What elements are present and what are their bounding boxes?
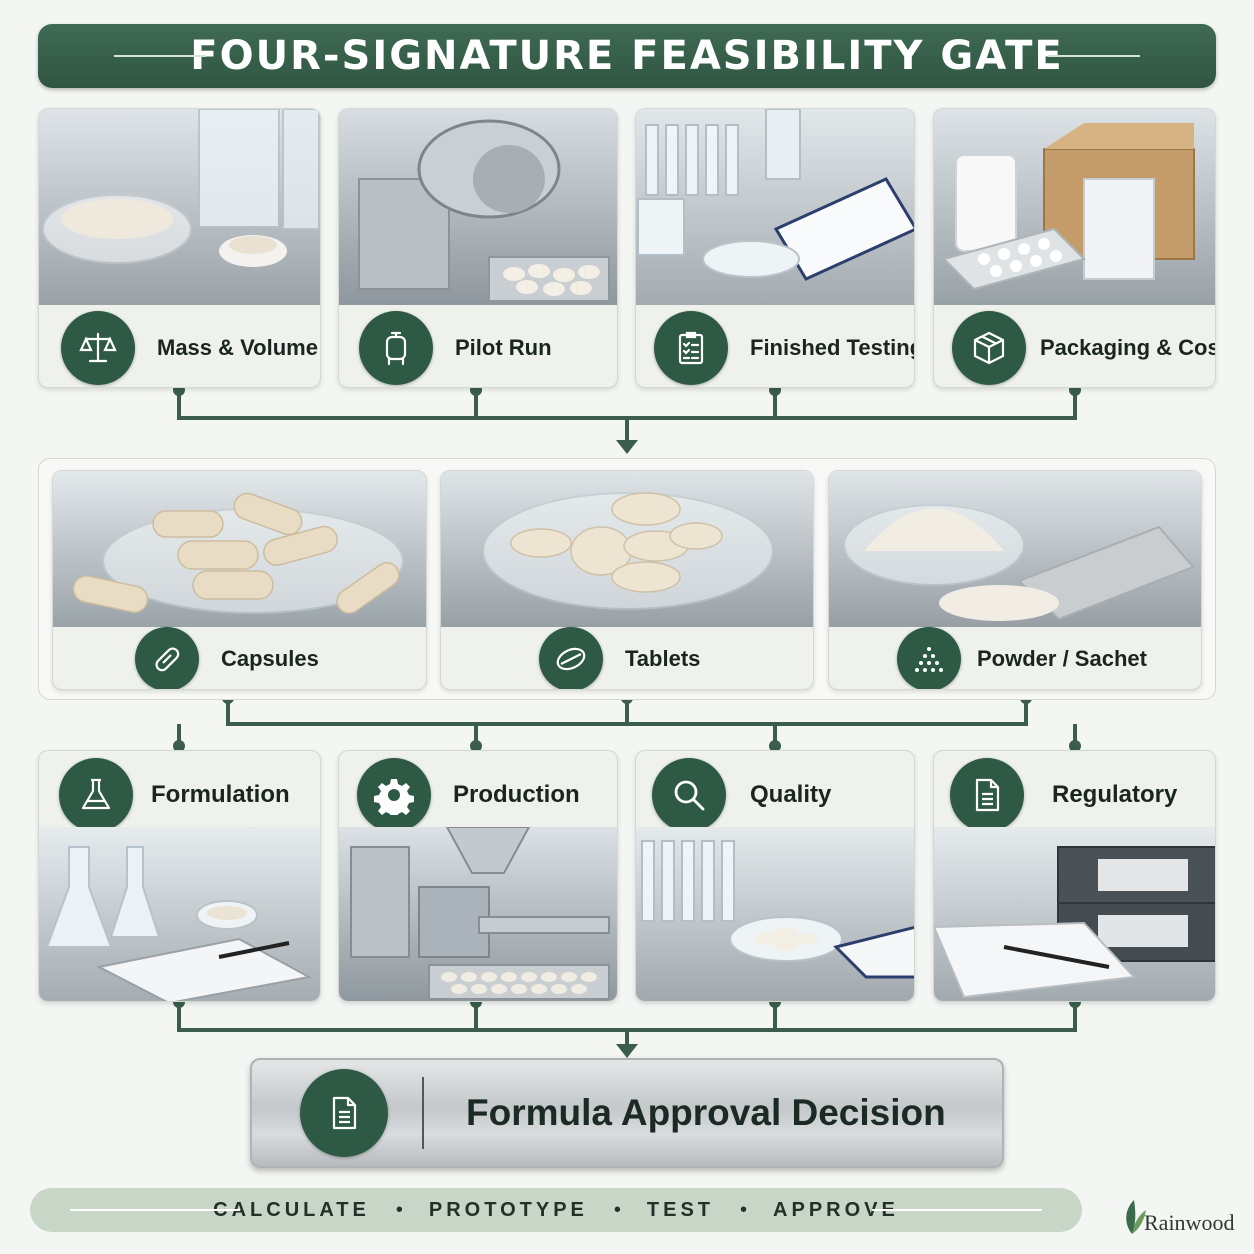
approval-label: Formula Approval Decision — [466, 1092, 946, 1133]
format-label: Powder / Sachet — [977, 646, 1147, 671]
format-card-tablets[interactable]: Tablets — [440, 470, 814, 690]
balance-scale-icon — [61, 311, 135, 385]
brand-name: Rainwood — [1144, 1210, 1235, 1235]
format-label-row: Tablets — [539, 627, 701, 689]
review-card-regulatory[interactable]: Regulatory — [933, 750, 1216, 1002]
powder-icon — [897, 627, 961, 689]
review-card-production[interactable]: Production — [338, 750, 618, 1002]
signature-label: Pilot Run — [455, 335, 552, 360]
signature-label-row: Pilot Run — [359, 311, 552, 385]
step-test: TEST — [646, 1198, 715, 1221]
review-label-row: Regulatory — [950, 757, 1177, 833]
format-label-row: Capsules — [135, 627, 319, 689]
title-rule-left — [114, 55, 206, 57]
magnifier-icon — [652, 758, 726, 832]
flask-icon — [59, 758, 133, 832]
signature-card-finished-testing[interactable]: Finished Testing — [635, 108, 915, 388]
title-banner: FOUR-SIGNATURE FEASIBILITY GATE — [38, 24, 1216, 88]
tablet-icon — [539, 627, 603, 689]
review-label: Quality — [750, 781, 832, 808]
signature-card-pilot-run[interactable]: Pilot Run — [338, 108, 618, 388]
signature-label-row: Finished Testing — [654, 311, 915, 385]
powder-sachet-photo — [829, 471, 1201, 627]
review-card-formulation[interactable]: Formulation — [38, 750, 321, 1002]
format-card-capsules[interactable]: Capsules — [52, 470, 427, 690]
step-approve: APPROVE — [773, 1198, 899, 1221]
signature-label: Mass & Volume — [157, 335, 318, 360]
document-icon — [300, 1069, 388, 1157]
mass-volume-photo — [39, 109, 320, 305]
step-separator: • — [740, 1198, 748, 1221]
formula-approval-decision[interactable]: Formula Approval Decision — [250, 1058, 1004, 1168]
review-label: Production — [453, 781, 580, 808]
production-photo — [339, 827, 617, 1001]
tablets-photo — [441, 471, 813, 627]
regulatory-photo — [934, 827, 1215, 1001]
formulation-photo — [39, 827, 320, 1001]
signature-card-mass-volume[interactable]: Mass & Volume — [38, 108, 321, 388]
signature-label-row: Packaging & Cost — [952, 311, 1216, 385]
package-box-icon — [952, 311, 1026, 385]
capsule-icon — [135, 627, 199, 689]
packaging-cost-photo — [934, 109, 1215, 305]
step-separator: • — [613, 1198, 621, 1221]
capsules-photo — [53, 471, 426, 627]
review-card-quality[interactable]: Quality — [635, 750, 915, 1002]
signature-label: Packaging & Cost — [1040, 335, 1216, 360]
document-icon — [950, 758, 1024, 832]
signature-label: Finished Testing — [750, 335, 915, 360]
format-label-row: Powder / Sachet — [897, 627, 1147, 689]
review-label-row: Quality — [652, 757, 831, 833]
process-steps-bar: CALCULATE • PROTOTYPE • TEST • APPROVE — [30, 1188, 1082, 1232]
finished-testing-photo — [636, 109, 914, 305]
checklist-icon — [654, 311, 728, 385]
approval-divider — [422, 1077, 424, 1149]
quality-photo — [636, 827, 914, 1001]
step-prototype: PROTOTYPE — [428, 1198, 588, 1221]
signature-label-row: Mass & Volume — [61, 311, 318, 385]
review-label-row: Formulation — [59, 757, 290, 833]
review-label: Regulatory — [1052, 781, 1178, 808]
format-label: Tablets — [625, 646, 701, 671]
signature-card-packaging-cost[interactable]: Packaging & Cost — [933, 108, 1216, 388]
leaf-icon — [1126, 1200, 1146, 1234]
format-label: Capsules — [221, 646, 319, 671]
brand-logo: Rainwood — [1118, 1186, 1243, 1236]
steps-rule-right — [872, 1209, 1042, 1211]
title-rule-right — [1048, 55, 1140, 57]
review-label: Formulation — [151, 781, 290, 808]
format-card-powder-sachet[interactable]: Powder / Sachet — [828, 470, 1202, 690]
steps-rule-left — [70, 1209, 240, 1211]
step-separator: • — [395, 1198, 403, 1221]
mixer-icon — [359, 311, 433, 385]
review-label-row: Production — [357, 757, 580, 833]
gear-icon — [357, 758, 431, 832]
pilot-run-photo — [339, 109, 617, 305]
step-calculate: CALCULATE — [213, 1198, 370, 1221]
page-title: FOUR-SIGNATURE FEASIBILITY GATE — [190, 33, 1064, 79]
